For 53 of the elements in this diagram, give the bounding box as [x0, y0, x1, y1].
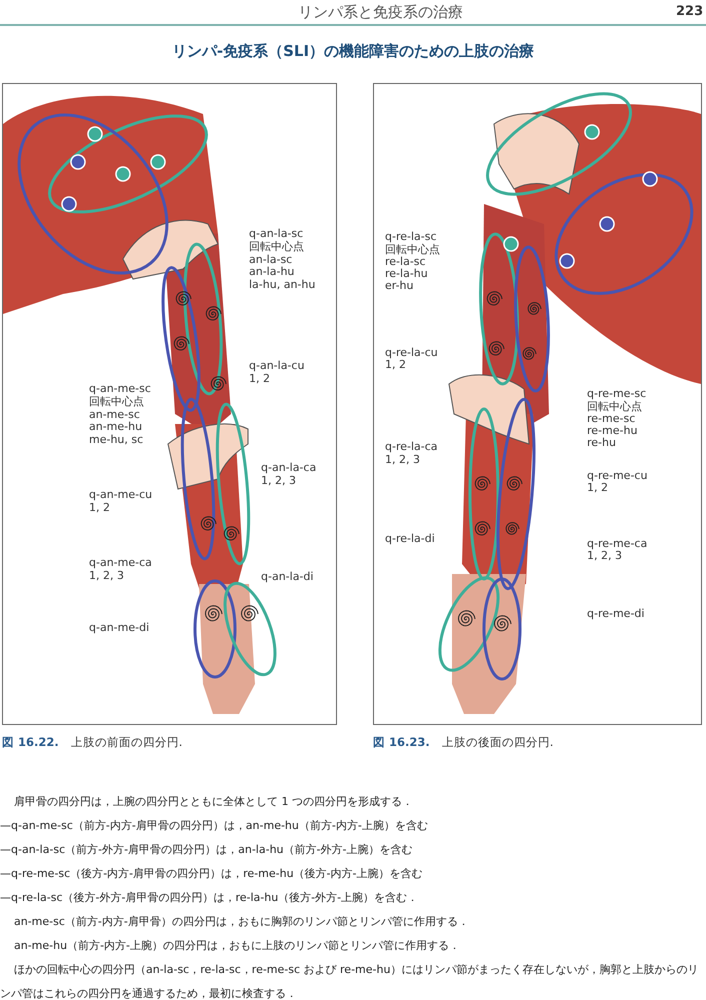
quadrant-label: q-an-me-di	[89, 622, 150, 634]
quadrant-label: 1, 2	[587, 482, 608, 494]
page-number: 223	[676, 4, 704, 19]
quadrant-label: q-re-me-cu	[587, 470, 648, 482]
quadrant-label: q-re-la-ca	[385, 441, 438, 453]
body-text: an-me-hu（前方-内方-上腕）の四分円は，おもに上肢のリンパ節とリンパ管に作用する．	[14, 938, 460, 954]
quadrant-label: q-an-la-ca	[261, 462, 316, 474]
quadrant-label: an-me-sc	[89, 409, 140, 421]
quadrant-label: q-an-la-cu	[249, 360, 304, 372]
body-text: ほかの回転中心の四分円（an-la-sc，re-la-sc，re-me-sc および re-me-hu）にはリンパ節がまったく存在しないが，胸郭と上肢からのリンパ管はこれらの四分円を通過するため，最初に検査する．	[0, 962, 700, 1000]
quadrant-label: 1, 2	[249, 373, 270, 385]
quadrant-label: 1, 2, 3	[261, 475, 296, 487]
quadrant-label: 1, 2, 3	[89, 570, 124, 582]
quadrant-label: q-re-me-di	[587, 608, 644, 620]
quadrant-label: 1, 2	[385, 359, 406, 371]
body-text: an-me-sc（前方-内方-肩甲骨）の四分円は，おもに胸郭のリンパ節とリンパ管に作用する．	[14, 914, 469, 930]
quadrant-label: q-an-la-di	[261, 571, 314, 583]
quadrant-label: 回転中心点	[89, 396, 144, 408]
quadrant-label: 回転中心点	[249, 241, 304, 253]
quadrant-label: re-la-hu	[385, 268, 428, 280]
quadrant-label: q-re-la-di	[385, 533, 435, 545]
quadrant-label: q-re-la-cu	[385, 347, 438, 359]
quadrant-label: q-re-me-sc	[587, 388, 646, 400]
quadrant-label: q-re-la-sc	[385, 231, 437, 243]
quadrant-label: 1, 2, 3	[385, 454, 420, 466]
quadrant-label: 回転中心点	[587, 401, 642, 413]
quadrant-label: q-re-me-ca	[587, 538, 648, 550]
body-text: 肩甲骨の四分円は，上腕の四分円とともに全体として 1 つの四分円を形成する．	[14, 794, 413, 810]
quadrant-label: an-la-hu	[249, 266, 294, 278]
running-header: リンパ系と免疫系の治療	[298, 3, 463, 22]
quadrant-label: 1, 2, 3	[587, 550, 622, 562]
quadrant-label: re-la-sc	[385, 256, 426, 268]
quadrant-label: er-hu	[385, 280, 414, 292]
figure-caption: 図 16.23. 上肢の後面の四分円.	[373, 735, 554, 750]
quadrant-label: re-me-sc	[587, 413, 636, 425]
quadrant-label: re-hu	[587, 437, 616, 449]
quadrant-label: me-hu, sc	[89, 434, 144, 446]
quadrant-label: an-me-hu	[89, 421, 142, 433]
quadrant-label: q-an-me-sc	[89, 383, 151, 395]
quadrant-label: q-an-me-cu	[89, 489, 152, 501]
quadrant-label: q-an-me-ca	[89, 557, 152, 569]
page-title: リンパ-免疫系（SLI）の機能障害のための上肢の治療	[170, 42, 536, 61]
quadrant-label: 回転中心点	[385, 244, 440, 256]
body-text: —q-re-me-sc（後方-内方-肩甲骨の四分円）は，re-me-hu（後方-内方-上腕）を含む	[0, 866, 422, 882]
figure-caption: 図 16.22. 上肢の前面の四分円.	[2, 735, 182, 750]
quadrant-label: q-an-la-sc	[249, 228, 304, 240]
body-text: —q-an-me-sc（前方-内方-肩甲骨の四分円）は，an-me-hu（前方-内方-上腕）を含む	[0, 818, 428, 834]
quadrant-label: la-hu, an-hu	[249, 279, 316, 291]
body-text: —q-an-la-sc（前方-外方-肩甲骨の四分円）は，an-la-hu（前方-外方-上腕）を含む	[0, 842, 412, 858]
quadrant-label: 1, 2	[89, 502, 110, 514]
body-text: —q-re-la-sc（後方-外方-肩甲骨の四分円）は，re-la-hu（後方-外方-上腕）を含む．	[0, 890, 418, 906]
quadrant-label: an-la-sc	[249, 254, 292, 266]
quadrant-label: re-me-hu	[587, 425, 638, 437]
